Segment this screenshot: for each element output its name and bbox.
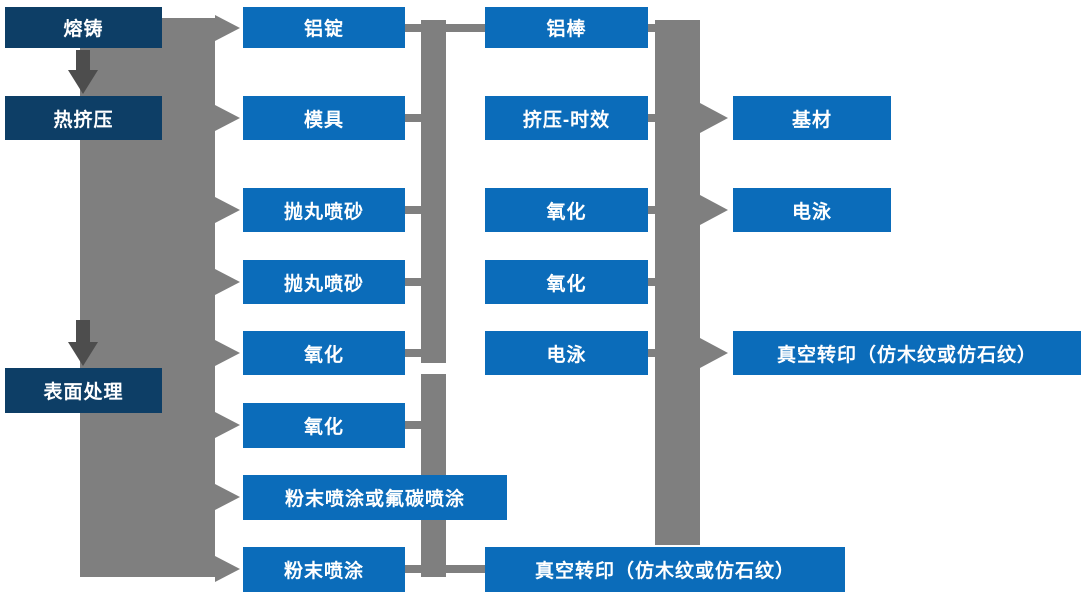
arrow-right-to-oxidation-1 xyxy=(215,340,240,366)
node-aluminum-ingot: 铝锭 xyxy=(243,7,405,48)
arrow-right-to-aluminum-ingot xyxy=(215,15,240,41)
node-shot-blasting-1: 抛丸喷砂 xyxy=(243,188,405,232)
arrow-right-to-substrate xyxy=(700,103,728,133)
node-vacuum-transfer-print-bottom: 真空转印（仿木纹或仿石纹） xyxy=(485,547,845,592)
node-aluminum-rod: 铝棒 xyxy=(485,7,648,48)
stub-rod-to-rightstrip xyxy=(648,24,655,32)
connector-strip-right xyxy=(655,20,700,545)
node-oxidation-col3-1: 氧化 xyxy=(485,188,648,232)
arrow-right-to-powder-coating xyxy=(215,556,240,582)
shaft-down-to-hot-extrusion xyxy=(76,50,90,72)
shaft-down-to-surface-treatment xyxy=(76,320,90,344)
node-electrophoresis-col3: 电泳 xyxy=(485,331,648,375)
stub-extrusion-aging-to-rightstrip xyxy=(648,114,655,122)
arrow-down-to-surface-treatment xyxy=(68,342,98,366)
arrow-right-to-oxidation-2 xyxy=(215,412,240,438)
node-extrusion-aging: 挤压-时效 xyxy=(485,96,648,140)
stub-ingot-to-strip xyxy=(405,24,421,32)
arrow-right-to-shot-blasting-2 xyxy=(215,269,240,295)
arrow-right-to-electrophoresis xyxy=(700,195,728,225)
node-oxidation-col2-2: 氧化 xyxy=(243,403,405,448)
node-hot-extrusion: 热挤压 xyxy=(5,96,162,140)
node-powder-coating: 粉末喷涂 xyxy=(243,547,405,592)
stub-oxidation3-to-rightstrip xyxy=(648,206,655,214)
node-oxidation-col3-2: 氧化 xyxy=(485,260,648,304)
stub-strip-to-aluminum-rod xyxy=(446,24,485,32)
node-shot-blasting-2: 抛丸喷砂 xyxy=(243,260,405,304)
node-substrate: 基材 xyxy=(733,96,891,140)
stub-powdercoat-to-strip xyxy=(405,565,421,573)
stub-oxidation2-to-strip xyxy=(405,421,421,429)
arrow-right-to-mold xyxy=(215,105,240,131)
stub-shotblast2-to-strip xyxy=(405,278,421,286)
node-oxidation-col2-1: 氧化 xyxy=(243,331,405,375)
arrow-right-to-powder-or-fluorocarbon xyxy=(215,484,240,510)
node-melting-casting: 熔铸 xyxy=(5,7,162,48)
node-powder-or-fluorocarbon-coating: 粉末喷涂或氟碳喷涂 xyxy=(243,475,507,520)
arrow-right-to-vacuum-transfer xyxy=(700,338,728,368)
stub-mold-to-strip xyxy=(405,114,421,122)
arrow-down-to-hot-extrusion xyxy=(68,70,98,94)
node-surface-treatment: 表面处理 xyxy=(5,368,162,413)
stub-shotblast1-to-strip xyxy=(405,206,421,214)
stub-strip-to-vacuum-transfer xyxy=(446,565,485,573)
arrow-right-to-shot-blasting-1 xyxy=(215,197,240,223)
node-electrophoresis-col4: 电泳 xyxy=(733,188,891,232)
node-vacuum-transfer-print-right: 真空转印（仿木纹或仿石纹） xyxy=(733,331,1081,375)
stub-electrophoresis-to-rightstrip xyxy=(648,349,655,357)
stub-oxidation4-to-rightstrip xyxy=(648,278,655,286)
node-mold: 模具 xyxy=(243,96,405,140)
stub-oxidation1-to-strip xyxy=(405,349,421,357)
connector-strip-middle-upper xyxy=(421,20,446,363)
